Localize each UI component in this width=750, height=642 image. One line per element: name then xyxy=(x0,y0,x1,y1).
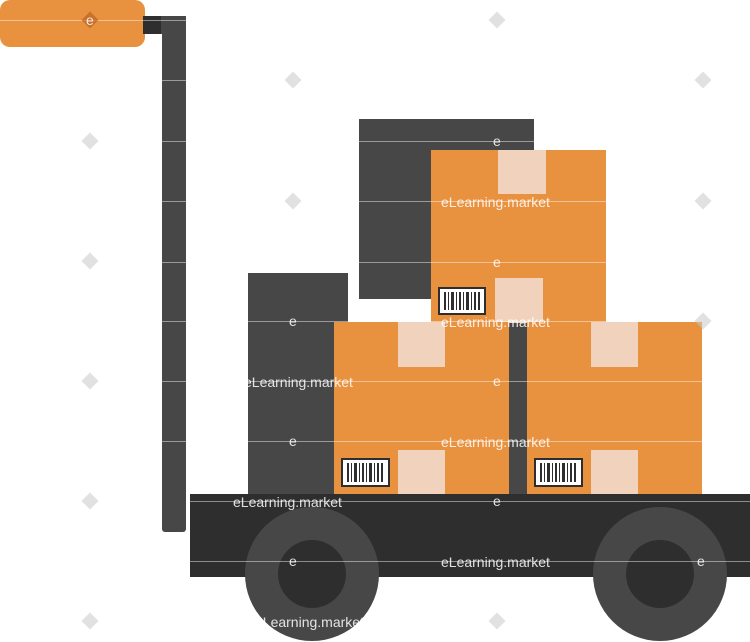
handle-grip xyxy=(0,0,145,47)
box-bottom-left xyxy=(334,322,509,495)
handle-pole xyxy=(162,16,186,532)
barcode-icon xyxy=(341,458,390,487)
box-tape xyxy=(495,278,543,323)
box-tape xyxy=(398,322,445,367)
handle-collar xyxy=(143,16,161,34)
box-tape xyxy=(398,450,445,495)
back-box-gap xyxy=(509,322,527,502)
wheel-right-icon xyxy=(593,507,727,641)
box-tape xyxy=(591,450,638,495)
barcode-icon xyxy=(534,458,583,487)
box-tape xyxy=(498,150,546,194)
barcode-icon xyxy=(438,287,486,315)
box-bottom-right xyxy=(527,322,702,495)
box-tape xyxy=(591,322,638,367)
wheel-left-icon xyxy=(245,507,379,641)
back-box-left xyxy=(248,273,348,503)
box-top xyxy=(431,150,606,323)
cart-handle xyxy=(0,0,186,532)
